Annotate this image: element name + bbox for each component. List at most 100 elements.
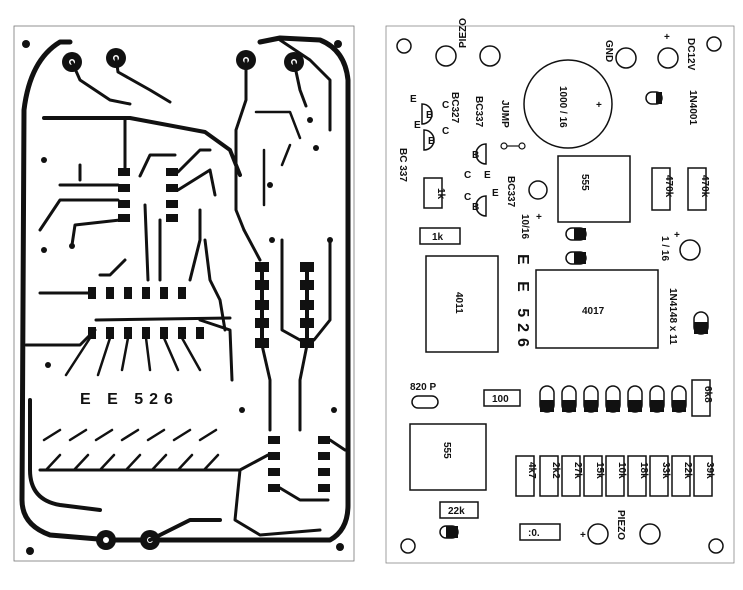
pcb-trace-layout: E E 526 [13, 25, 355, 562]
capacitor-1uf [679, 239, 701, 261]
r-39k-label: 39k [704, 462, 715, 479]
transistor-bc337-mid: B B [472, 143, 487, 217]
ic-4017-label: 4017 [582, 306, 605, 317]
resistor-22k [671, 455, 691, 497]
pcb-frame [13, 25, 355, 562]
bc327-label: BC327 [449, 92, 460, 124]
cap-1000-label: 1000 / 16 [557, 86, 568, 128]
piezo-terminal-bottom [639, 523, 661, 545]
resistor-27k [561, 455, 581, 497]
resistor-2k2 [539, 455, 559, 497]
svg-text:+: + [674, 230, 680, 241]
resistor-100 [483, 389, 521, 407]
r-470k-b-label: 470k [699, 175, 710, 198]
piezo-terminal-top [435, 45, 457, 67]
r-15k-label: 15k [594, 462, 605, 479]
pcb-ic-footprint-lower [268, 436, 330, 492]
resistor-22k-b [439, 501, 479, 519]
diode-row [539, 385, 687, 413]
resistor-18k [627, 455, 647, 497]
svg-text:C: C [464, 170, 471, 181]
resistor-1k-b [419, 227, 461, 245]
svg-text:B: B [426, 110, 433, 121]
piezo-terminal-top [479, 45, 501, 67]
svg-text:C: C [464, 192, 471, 203]
dc12v-label: DC12V [685, 38, 696, 71]
jumper-pad [518, 142, 526, 150]
resistor-1k-a [423, 177, 443, 209]
resistor-10k [605, 455, 625, 497]
piezo-top-label: PIEZO [458, 18, 469, 48]
pcb-board-code: E E 526 [80, 391, 179, 408]
pcb-ic-footprint-middle [88, 287, 204, 339]
pcb-mount-hole [334, 40, 342, 48]
plus-top-label: + [664, 32, 670, 43]
svg-text:B: B [472, 150, 479, 161]
bc337-a-label: BC337 [473, 96, 484, 128]
resistor-4k7 [515, 455, 535, 497]
pcb-ic-footprint-upper [118, 168, 178, 222]
bc337-b-label: BC337 [505, 176, 516, 208]
svg-text:E: E [484, 170, 491, 181]
e-label: E [414, 120, 421, 131]
c-label: C [442, 126, 449, 137]
r-470k-a-label: 470k [663, 175, 674, 198]
pcb-trace [28, 398, 102, 512]
mount-hole [400, 538, 416, 554]
pcb-ground-trace [19, 35, 351, 543]
r-27k-label: 27k [572, 462, 583, 479]
ic-4017 [535, 269, 659, 349]
layout-board-code: E E 526 [514, 254, 531, 353]
resistor-6k8 [691, 379, 711, 417]
ic-555-bottom-label: 555 [441, 442, 452, 459]
svg-text:E: E [492, 188, 499, 199]
resistor-33k [649, 455, 669, 497]
r-100-label: 100 [492, 394, 509, 405]
capacitor-1000uf [523, 59, 613, 149]
gnd-label: GND [603, 40, 614, 62]
svg-text:B: B [472, 202, 479, 213]
dc12v-terminal [657, 47, 679, 69]
ic-555-top [557, 155, 631, 223]
c-label: C [442, 100, 449, 111]
resistor-470k-a [651, 167, 671, 211]
jump-label: JUMP [499, 100, 510, 128]
diode-1n4001-label: 1N4001 [687, 90, 698, 125]
cap-plus-label: + [596, 100, 602, 111]
component-layout: PIEZO GND + DC12V + 1000 / 16 1N4001 B B… [385, 18, 735, 564]
resistor-row [515, 455, 713, 497]
mount-hole [706, 36, 722, 52]
ic-555-top-label: 555 [579, 174, 590, 191]
capacitor-820p [411, 395, 439, 409]
svg-text:B: B [428, 136, 435, 147]
capacitor-10-box [519, 523, 561, 541]
cap-1-16-label: 1 / 16 [659, 236, 670, 261]
cap-820p-label: 820 P [410, 382, 436, 393]
jumper-pad [500, 142, 508, 150]
resistor-15k [583, 455, 603, 497]
cap-10-label: :0. [528, 528, 540, 539]
e-label: E [410, 94, 417, 105]
piezo-bottom-label: PIEZO [615, 510, 626, 540]
svg-text:+: + [536, 212, 542, 223]
r-2k2-label: 2k2 [550, 462, 561, 479]
diode-1n4148-label: 1N4148 x 11 [667, 288, 678, 345]
pcb-mount-hole [336, 543, 344, 551]
r-18k-label: 18k [638, 462, 649, 479]
resistor-39k [693, 455, 713, 497]
gnd-terminal [615, 47, 637, 69]
bc337-c-label: BC 337 [397, 148, 408, 182]
r-1k-a-label: 1k [435, 188, 446, 200]
layout-frame [385, 25, 735, 564]
piezo-terminal-bottom [587, 523, 609, 545]
ic-4011-label: 4011 [453, 292, 464, 314]
r-33k-label: 33k [660, 462, 671, 479]
r-22k-a-label: 22k [682, 462, 693, 479]
ic-4011 [425, 255, 499, 353]
r-1k-b-label: 1k [432, 232, 444, 243]
transistor-bc337-left: B B [421, 103, 435, 151]
plus-bottom-label: + [580, 530, 586, 541]
pcb-mount-hole [26, 547, 34, 555]
r-4k7-label: 4k7 [526, 462, 537, 479]
